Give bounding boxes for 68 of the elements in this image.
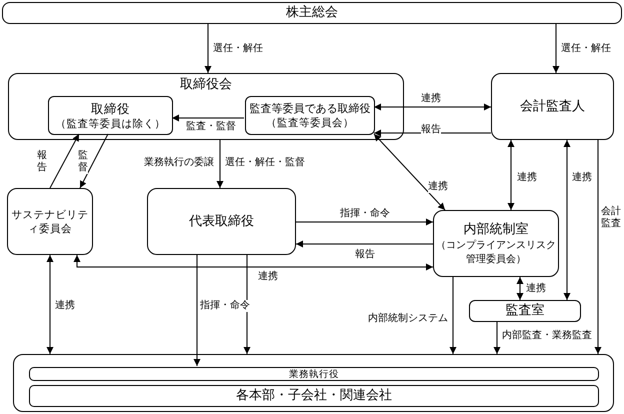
node-title: 代表取締役 xyxy=(189,212,254,230)
arrow xyxy=(50,134,80,188)
node-title: 取締役 xyxy=(91,100,130,117)
org-unit-box xyxy=(29,385,599,407)
arrow xyxy=(516,276,524,300)
arrow xyxy=(74,254,434,270)
node-title: 監査室 xyxy=(506,302,544,320)
arrow xyxy=(594,140,602,354)
arrow xyxy=(216,140,224,188)
node-title: 監査等委員である取締役 xyxy=(250,101,370,116)
edge-label: 報告 xyxy=(355,249,375,261)
edge-label: 報告 xyxy=(421,124,441,136)
org-unit-box xyxy=(147,188,296,255)
org-unit-box xyxy=(433,210,559,277)
arrow xyxy=(244,254,250,354)
node-title: 株主総会 xyxy=(286,4,338,22)
org-unit-box xyxy=(491,73,614,140)
node-subtitle: （コンプライアンスリスク管理委員会） xyxy=(435,238,557,266)
arrow xyxy=(374,134,446,210)
org-unit-box xyxy=(245,96,375,135)
org-unit-box xyxy=(48,96,173,135)
arrow xyxy=(374,104,492,110)
edge-label: 連携 xyxy=(572,172,592,184)
node-title: 業務執行役 xyxy=(289,368,339,380)
arrow xyxy=(296,240,434,248)
arrow xyxy=(172,114,244,122)
edge-label: 業務執行の委譲 xyxy=(144,157,214,169)
edge-label: 連携 xyxy=(258,271,278,283)
arrow xyxy=(508,140,514,210)
node-title: 内部統制室 xyxy=(464,220,528,238)
org-unit-box xyxy=(2,2,622,24)
arrow xyxy=(194,254,200,366)
node-title: 各本部・子会社・関連会社 xyxy=(236,387,392,405)
edge-label: 連携 xyxy=(55,300,75,312)
edge-label: 内部統制システム xyxy=(368,313,448,325)
node-title: サステナビリティ委員会 xyxy=(10,208,90,236)
arrow xyxy=(564,140,570,300)
org-unit-box xyxy=(29,367,599,381)
edge-label: 指揮・命令 xyxy=(200,300,250,312)
edge-label: 選任・解任 xyxy=(561,43,611,55)
arrow xyxy=(204,24,212,74)
org-unit-box xyxy=(8,73,404,140)
edge-label: 会計監査 xyxy=(601,206,623,230)
box-shape xyxy=(13,354,614,412)
edge-label: 連携 xyxy=(517,172,537,184)
arrow xyxy=(494,322,500,354)
edge-label: 連携 xyxy=(526,283,546,295)
edge-label: 連携 xyxy=(428,181,448,193)
node-title: 会計監査人 xyxy=(520,98,585,116)
arrow xyxy=(374,130,492,136)
edge-label: 監査・監督 xyxy=(186,121,236,133)
arrow xyxy=(296,218,434,226)
edge-label: 監督 xyxy=(78,150,88,174)
node-subtitle: （監査等委員会） xyxy=(266,116,354,130)
edge-label: 選任・解任 xyxy=(213,43,263,55)
node-title: 取締役会 xyxy=(180,76,232,94)
edge-label: 指揮・命令 xyxy=(340,208,390,220)
node-subtitle: （監査等委員は除く） xyxy=(56,117,166,131)
edge-label: 連携 xyxy=(421,93,441,105)
edge-label: 内部監査・業務監査 xyxy=(502,330,592,342)
edge-label: 報告 xyxy=(37,150,47,174)
arrow xyxy=(450,276,456,354)
arrow xyxy=(46,254,54,354)
org-unit-box xyxy=(469,300,581,322)
org-unit-box xyxy=(7,188,93,255)
arrow xyxy=(552,24,560,74)
note-label: 選任・解任・監督 xyxy=(225,157,305,169)
arrow xyxy=(80,134,108,188)
